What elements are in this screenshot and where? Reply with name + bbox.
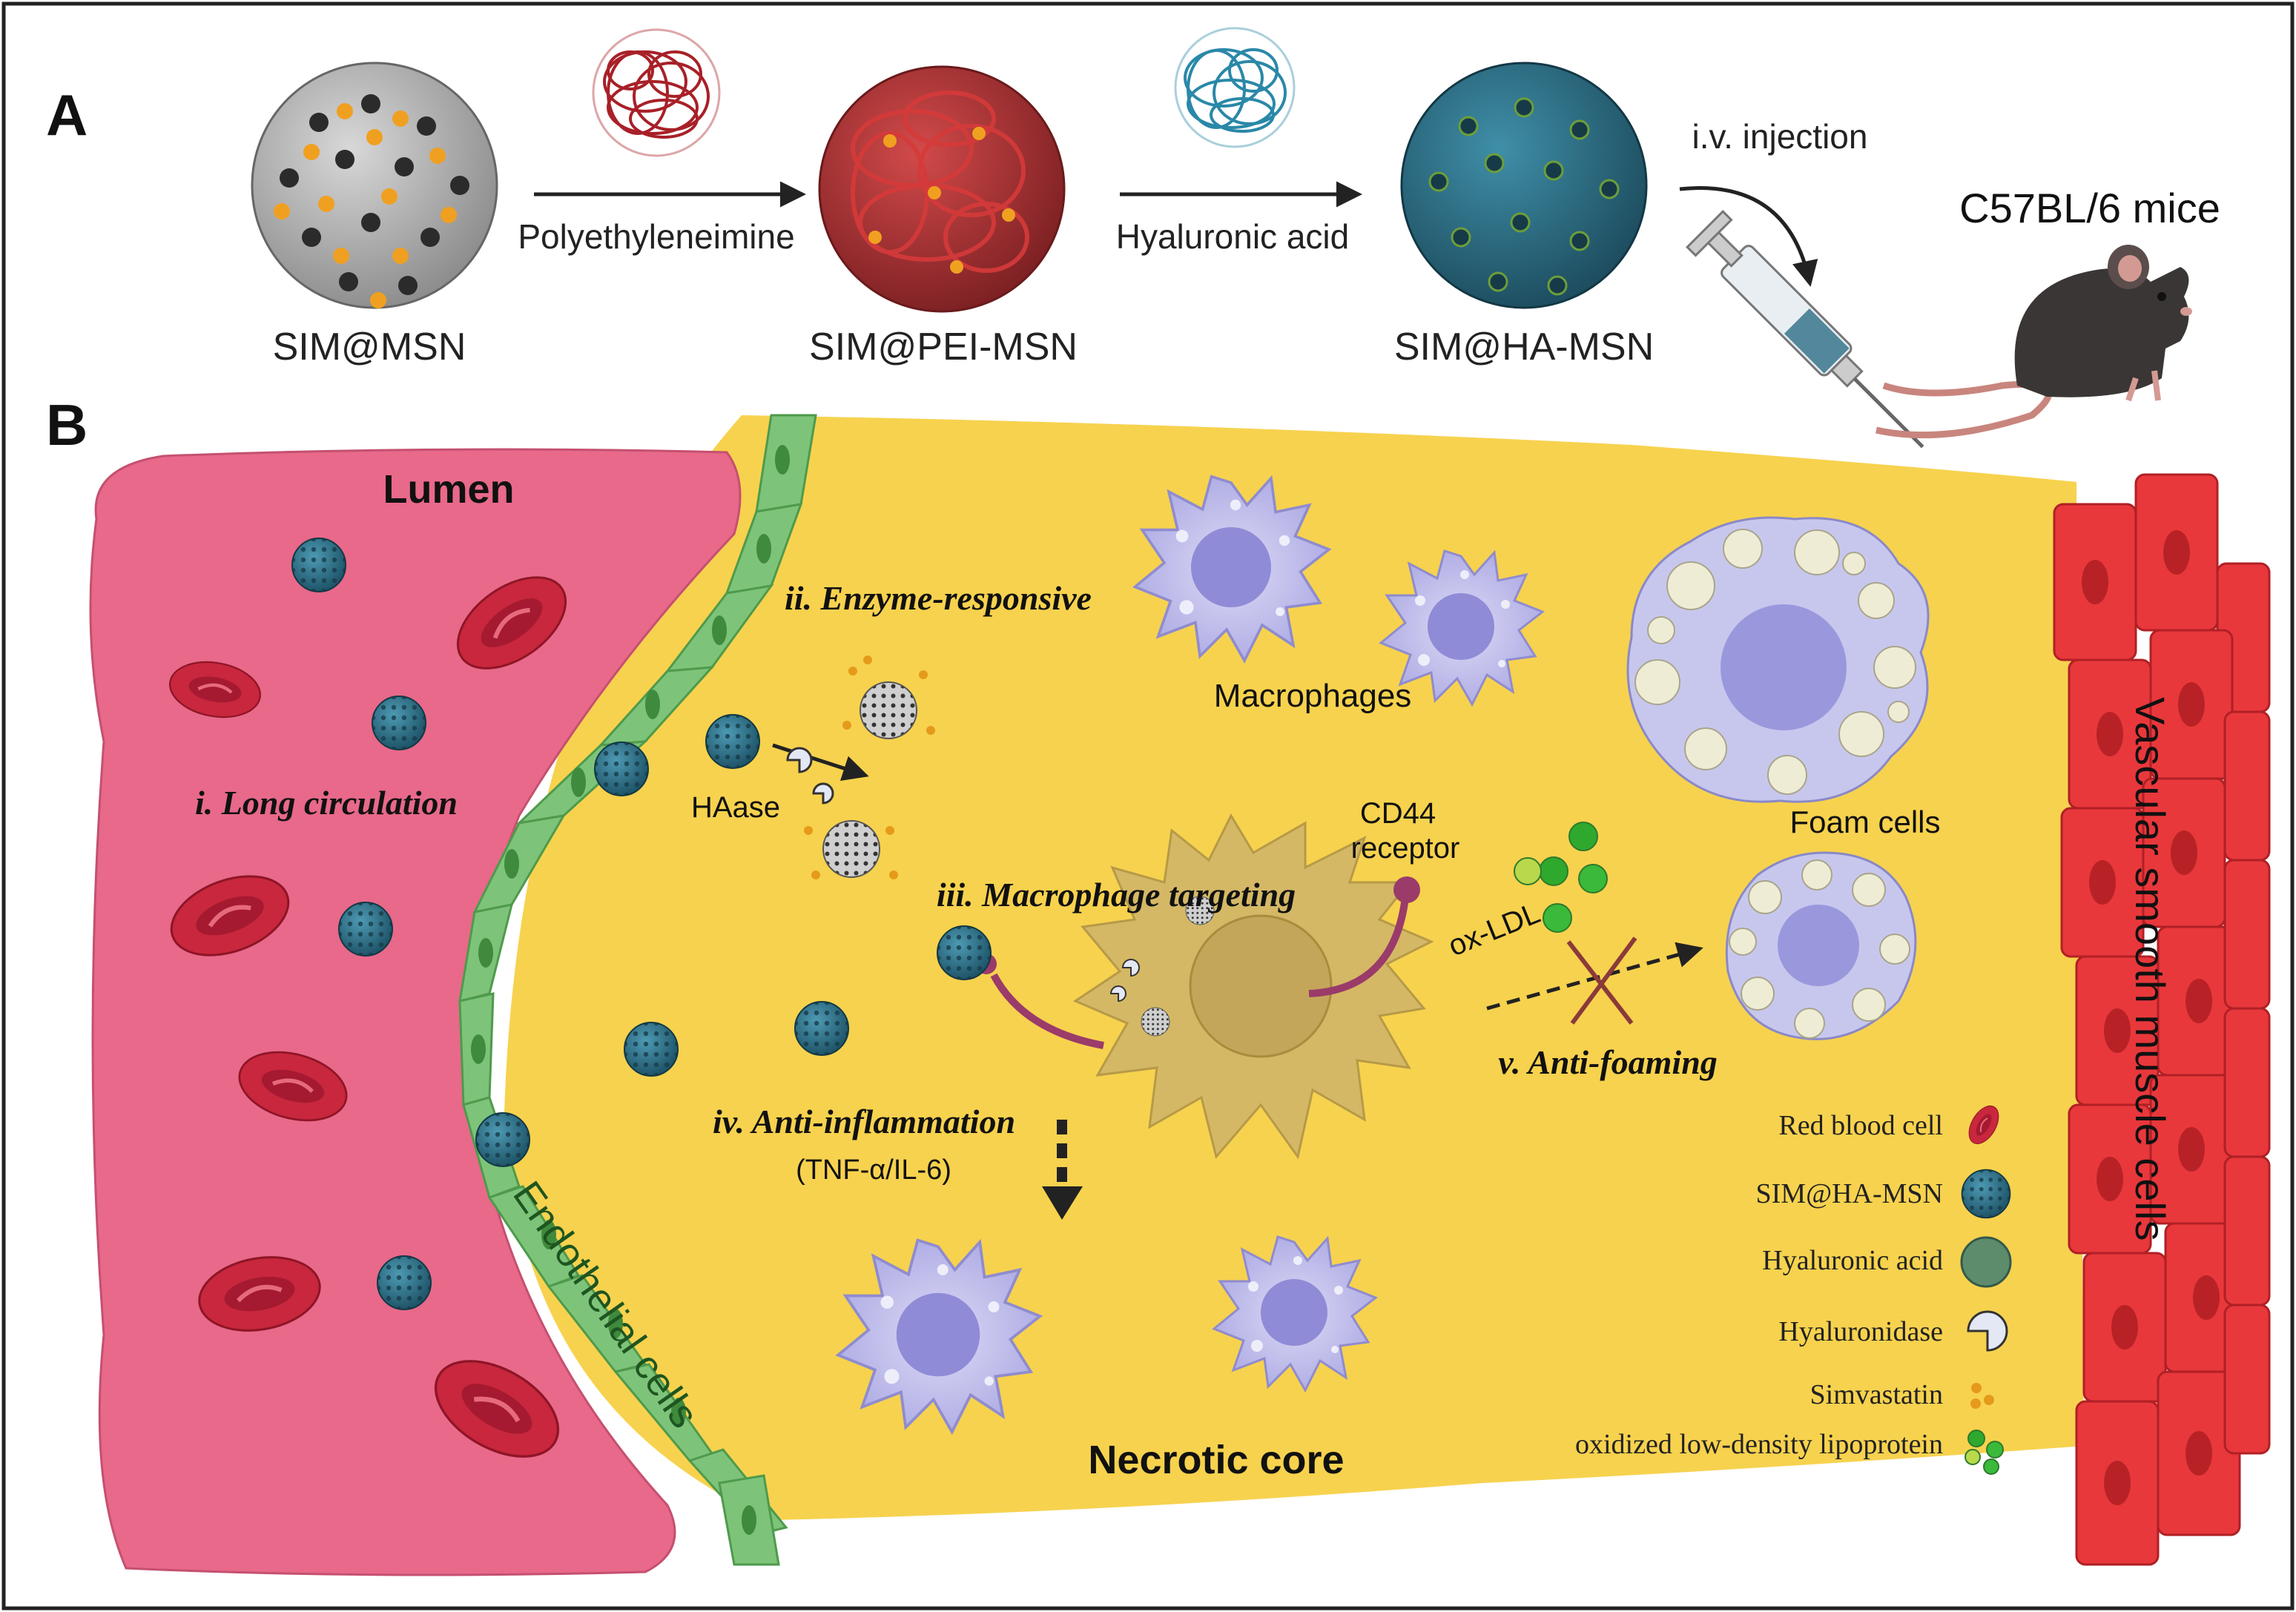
plaque-nanoparticle-1 (624, 1022, 679, 1077)
macrophages-label: Macrophages (1214, 678, 1412, 714)
foam-cell-small (1725, 851, 1917, 1040)
cd44-label-line2: receptor (1351, 832, 1460, 865)
legend-label-ha: Hyaluronic acid (1762, 1245, 1943, 1276)
cd44-receptor-right (1308, 896, 1409, 997)
step-anti-inflammation: iv. Anti-inflammation (713, 1103, 1015, 1140)
step-enzyme-responsive: ii. Enzyme-responsive (785, 579, 1092, 617)
enzyme-arrow (772, 743, 869, 781)
nanoparticle-icon (1961, 1169, 2011, 1219)
syringe-icon (1686, 210, 1924, 449)
pei-polymer-icon (592, 28, 721, 157)
hyaluronidase-icon (1967, 1310, 2008, 1352)
legend-label-rbc: Red blood cell (1778, 1110, 1943, 1141)
pei-label: Polyethyleneimine (518, 217, 794, 256)
hyaluronic-acid-icon (1960, 1236, 2012, 1288)
legend: Red blood cell SIM@HA-MSN Hyaluronic aci… (1575, 1100, 2012, 1475)
oxldl-particles (1514, 822, 1608, 933)
foaming-arrow (1486, 942, 1703, 1011)
cd44-receptor-head (1393, 876, 1420, 903)
incoming-nanoparticle (705, 714, 760, 769)
foam-cell-large (1626, 516, 1930, 803)
injection-arrow (1679, 186, 1818, 287)
simvastatin-icon (1970, 1383, 1994, 1409)
cd44-receptor-left (990, 973, 1104, 1049)
sim-ha-msn-particle-icon (1400, 62, 1648, 309)
foam-cells-label: Foam cells (1789, 805, 1940, 839)
released-simvastatin (804, 655, 935, 879)
legend-label-simvastatin: Simvastatin (1810, 1379, 1943, 1410)
panel-label-a: A (46, 82, 88, 148)
legend-label-oxldl: oxidized low-density lipoprotein (1575, 1429, 1943, 1460)
bound-nanoparticle (937, 925, 992, 980)
sim-msn-label: SIM@MSN (273, 326, 466, 369)
necrotic-core-label: Necrotic core (1088, 1438, 1344, 1482)
blocked-cross-icon (1566, 937, 1637, 1025)
cytokines-label: (TNF-α/IL-6) (796, 1155, 951, 1186)
step-long-circulation: i. Long circulation (195, 784, 458, 822)
ha-label: Hyaluronic acid (1116, 217, 1349, 256)
step-anti-foaming: v. Anti-foaming (1498, 1043, 1718, 1081)
injection-label: i.v. injection (1692, 117, 1868, 156)
vsmc-label: Vascular smooth muscle cells (2127, 697, 2174, 1241)
oxldl-icon (1965, 1430, 2004, 1475)
cd44-label-line1: CD44 (1360, 797, 1436, 830)
legend-label-nanoparticle: SIM@HA-MSN (1756, 1178, 1943, 1209)
plaque-nanoparticle-2 (794, 1001, 849, 1056)
hyaluronic-acid-polymer-icon (1174, 27, 1296, 148)
legend-label-hyaluronidase: Hyaluronidase (1778, 1316, 1943, 1347)
sim-pei-msn-particle-icon (818, 65, 1066, 313)
sim-msn-particle-icon (251, 62, 498, 309)
panel-label-b: B (46, 392, 88, 457)
target-macrophage (1072, 813, 1434, 1160)
lumen-label: Lumen (383, 467, 514, 512)
step-macrophage-targeting: iii. Macrophage targeting (937, 876, 1296, 914)
released-particle-2 (822, 820, 880, 878)
mice-label: C57BL/6 mice (1959, 185, 2220, 231)
sim-pei-msn-label: SIM@PEI-MSN (809, 326, 1078, 369)
released-particle-1 (860, 681, 917, 739)
haase-enzymes (786, 747, 834, 805)
mouse-icon (1876, 245, 2192, 439)
haase-label: HAase (691, 791, 780, 824)
sim-ha-msn-label: SIM@HA-MSN (1394, 326, 1654, 369)
